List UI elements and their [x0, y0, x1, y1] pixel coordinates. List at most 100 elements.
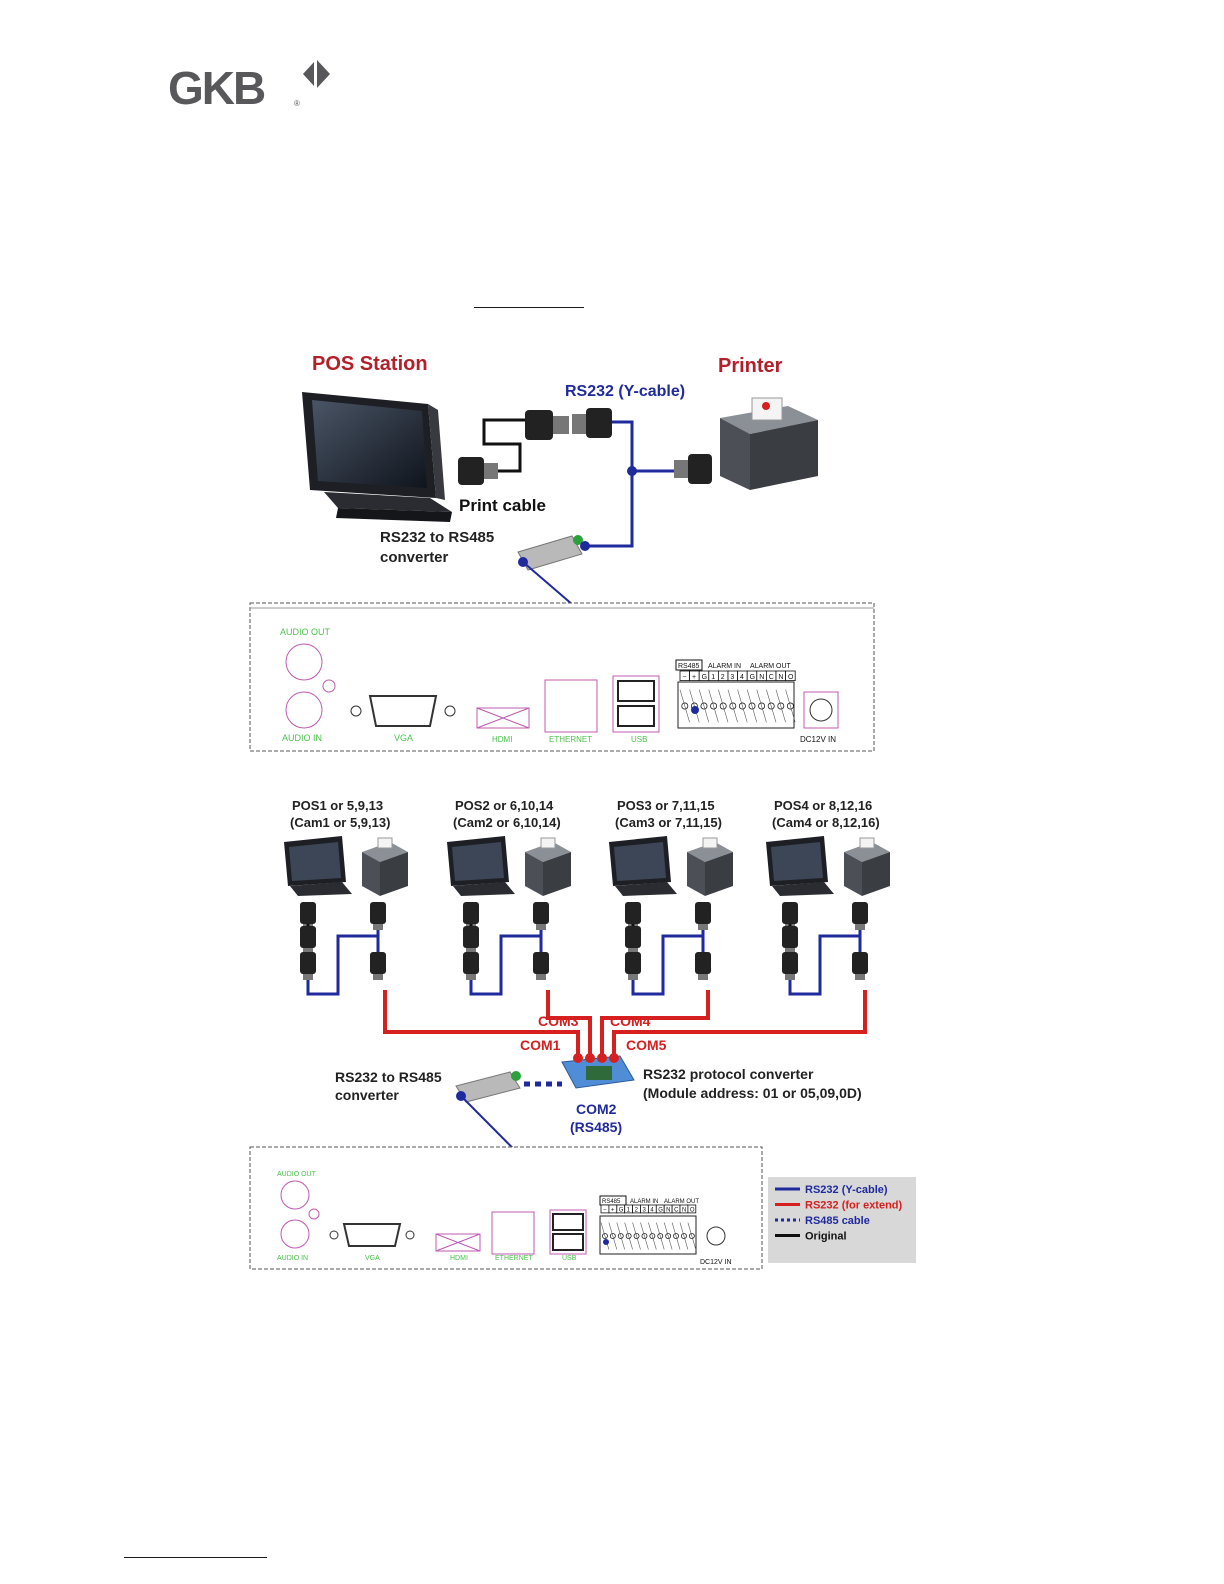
legend-label: RS232 (Y-cable) — [805, 1184, 888, 1196]
ycable-loop — [788, 934, 860, 996]
printer-icon — [525, 837, 571, 896]
rs232-rs485-converter2-icon — [455, 1071, 521, 1103]
vga-label: VGA — [394, 733, 413, 743]
terminal-screw — [657, 1233, 664, 1239]
terminal-screw — [729, 702, 737, 710]
alarm-in-label: ALARM IN — [708, 663, 741, 670]
terminal-pin-label: 2 — [635, 1207, 639, 1213]
audio-in-label: AUDIO IN — [282, 733, 322, 743]
audio-out-jack — [285, 643, 323, 681]
terminal-screw — [609, 1233, 616, 1239]
terminal-pin-label: 4 — [740, 674, 744, 681]
terminal-screw — [767, 702, 775, 710]
terminal-pin-label: + — [692, 674, 696, 681]
terminal-pin-label: G — [750, 674, 755, 681]
pos-cam-label: (Cam3 or 7,11,15) — [615, 815, 722, 830]
terminal-screw — [700, 702, 708, 710]
terminal-screw — [748, 702, 756, 710]
original-cable — [482, 418, 525, 473]
logo-text: GKB — [168, 62, 265, 110]
terminal-screw — [633, 1233, 640, 1239]
usb-ports — [612, 675, 660, 733]
legend-label: Original — [805, 1231, 847, 1243]
pos-group: POS1 or 5,9,13 (Cam1 or 5,9,13) — [284, 798, 408, 996]
terminal-screw — [681, 702, 689, 710]
dc-label-2: DC12V IN — [700, 1259, 732, 1266]
rs232-extend-wires — [383, 990, 867, 1058]
terminal-screw — [673, 1233, 679, 1239]
printer-icon — [687, 837, 733, 896]
pos-label: POS4 or 8,12,16 — [774, 798, 872, 813]
rs485-label: RS485 — [678, 663, 700, 670]
single-pos-wiring-diagram: POS Station Printer RS232 (Y-cable) Prin… — [249, 353, 875, 752]
pos-cam-label: (Cam2 or 6,10,14) — [453, 815, 561, 830]
terminal-pin-label: − — [682, 674, 686, 681]
terminal-pin-label: − — [603, 1207, 607, 1213]
pos-label: POS1 or 5,9,13 — [292, 798, 383, 813]
converter-label-2: converter — [380, 549, 449, 566]
printer-icon — [720, 397, 818, 490]
terminal-pin-label: O — [788, 674, 794, 681]
usb-label: USB — [631, 735, 647, 744]
pos-cam-label: (Cam4 or 8,12,16) — [772, 815, 880, 830]
terminal-pin-label: C — [674, 1207, 679, 1213]
terminal-screw — [625, 1233, 632, 1239]
audio-out-label: AUDIO OUT — [280, 627, 331, 637]
pos-terminal-icon — [766, 836, 834, 896]
db9-connector-icon — [782, 902, 868, 980]
converter2-label-1: RS232 to RS485 — [335, 1069, 442, 1085]
multi-pos-wiring-diagram: POS1 or 5,9,13 (Cam1 or 5,9,13) POS2 or 6,… — [249, 798, 916, 1270]
protocol-converter-icon — [561, 1053, 635, 1089]
pos-label: POS3 or 7,11,15 — [617, 798, 715, 813]
pos-terminal-icon — [302, 392, 452, 522]
converter2-label-2: converter — [335, 1087, 399, 1103]
printer-icon — [844, 837, 890, 896]
ycable-loop — [631, 934, 703, 996]
protocol-label-2: (Module address: 01 or 05,09,0D) — [643, 1085, 862, 1101]
pos-terminal-icon — [609, 836, 677, 896]
terminal-pin-label: 4 — [650, 1207, 654, 1213]
com2-label: COM2 — [576, 1101, 617, 1117]
terminal-screw — [710, 702, 718, 710]
terminal-screw — [688, 1233, 695, 1239]
dc-power-jack-2 — [706, 1226, 726, 1246]
db9-connector-icon — [625, 902, 711, 980]
hdmi-port — [476, 707, 530, 729]
pos-group: POS3 or 7,11,15 (Cam3 or 7,11,15) — [609, 798, 733, 996]
protocol-label-1: RS232 protocol converter — [643, 1066, 814, 1082]
terminal-pin-label: 2 — [721, 674, 725, 681]
ethernet-port — [544, 679, 598, 733]
dc-power-jack — [809, 698, 833, 722]
logo-registered: ® — [294, 99, 300, 108]
ycable-loop — [469, 934, 541, 996]
gkb-logo: GKB ® — [168, 60, 330, 110]
com3-label: COM3 — [538, 1013, 579, 1029]
legend-label: RS232 (for extend) — [805, 1200, 903, 1212]
usb-ports-2 — [549, 1209, 587, 1255]
terminal-pin-label: G — [702, 674, 707, 681]
com2-sub-label: (RS485) — [570, 1119, 622, 1135]
db9-connector-icon — [300, 902, 386, 980]
ethernet-label: ETHERNET — [549, 735, 592, 744]
audio-in-label-2: AUDIO IN — [277, 1255, 308, 1262]
dvr-rear-panel: AUDIO OUT AUDIO IN VGA HDMI ETHERNET USB… — [249, 602, 875, 752]
ycable-wire — [585, 420, 634, 548]
hdmi-label: HDMI — [492, 735, 512, 744]
pos-terminal-icon — [447, 836, 515, 896]
db9-connector-icon — [458, 408, 712, 485]
pos-label: POS2 or 6,10,14 — [455, 798, 554, 813]
footer-underline — [124, 1557, 267, 1558]
terminal-screw — [738, 702, 746, 710]
vga-label-2: VGA — [365, 1255, 380, 1262]
terminal-screw — [786, 702, 794, 710]
com4-label: COM4 — [610, 1013, 651, 1029]
terminal-pin-label: C — [769, 674, 774, 681]
pos-cam-label: (Cam1 or 5,9,13) — [290, 815, 390, 830]
terminal-pin-label: O — [690, 1207, 695, 1213]
terminal-pin-label: + — [611, 1207, 615, 1213]
printer-icon — [362, 837, 408, 896]
ethernet-port-2 — [491, 1211, 535, 1255]
terminal-pin-label: G — [658, 1207, 663, 1213]
dc-label: DC12V IN — [800, 735, 836, 744]
